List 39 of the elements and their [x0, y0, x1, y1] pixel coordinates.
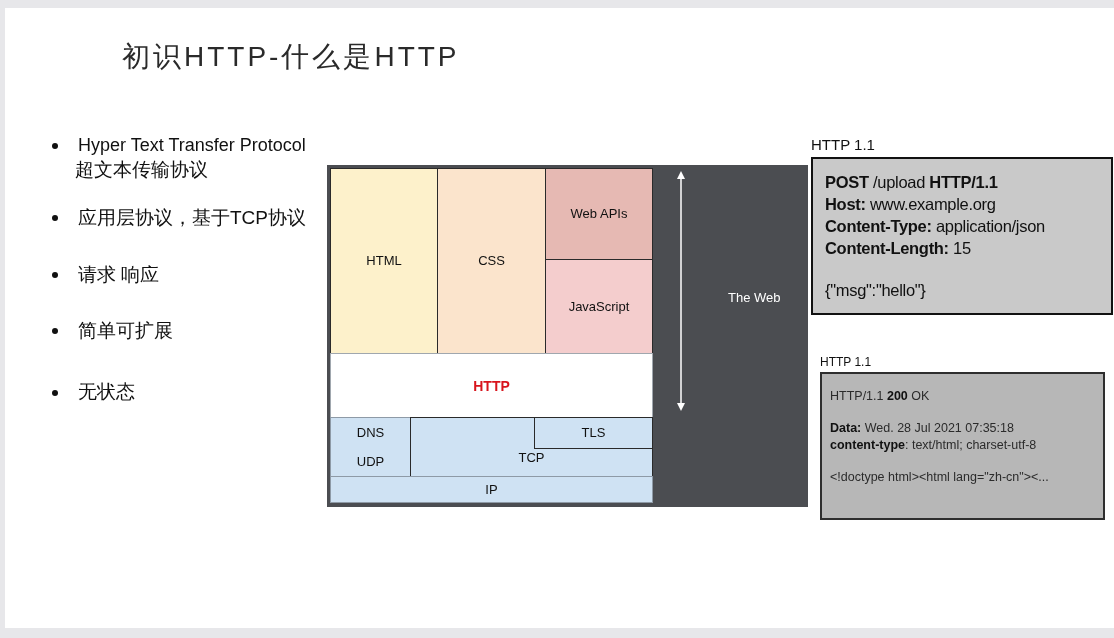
layer-box — [330, 417, 411, 477]
layer-label: DNS — [356, 424, 385, 441]
layer-box — [330, 476, 653, 503]
layer-box — [437, 168, 546, 354]
message-line: <!doctype html><html lang="zh-cn"><... — [830, 469, 1049, 486]
layer-box — [410, 417, 653, 477]
message-line: POST /upload HTTP/1.1 — [825, 172, 998, 193]
layer-label: JavaScript — [568, 298, 630, 315]
layer-label: HTTP — [473, 377, 510, 394]
layer-box — [330, 168, 438, 354]
layer-label: CSS — [478, 253, 505, 269]
message-line: Host: www.example.org — [825, 194, 996, 215]
bullet-text: 超文本传输协议 — [75, 159, 208, 181]
panel-label: The Web — [728, 290, 781, 306]
bullet-text: 无状态 — [78, 381, 135, 403]
version-heading: HTTP 1.1 — [811, 135, 875, 155]
message-line: {"msg":"hello"} — [825, 280, 926, 301]
layer-label: IP — [485, 481, 498, 498]
layer-label: TCP — [518, 450, 545, 466]
bullet-text: 简单可扩展 — [78, 320, 173, 342]
message-line: Content-Length: 15 — [825, 238, 971, 259]
layer-label: UDP — [356, 453, 385, 470]
layer-box — [545, 168, 653, 260]
layer-box — [545, 259, 653, 354]
layer-box — [534, 417, 653, 449]
bullet-text: Hyper Text Transfer Protocol — [78, 134, 306, 156]
message-line: Data: Wed. 28 Jul 2021 07:35:18 — [830, 420, 1014, 437]
version-heading: HTTP 1.1 — [820, 354, 872, 371]
layer-label: Web APIs — [570, 206, 628, 222]
web-panel — [327, 165, 808, 507]
layer-label: TLS — [581, 425, 606, 441]
layer-box — [330, 353, 653, 418]
message-line: content-type: text/html; charset-utf-8 — [830, 437, 1037, 454]
bullet-text: 应用层协议，基于TCP协议 — [78, 207, 306, 229]
slide-title: 初识HTTP-什么是HTTP — [122, 40, 460, 74]
message-line: HTTP/1.1 200 OK — [830, 388, 930, 405]
bullet-text: 请求 响应 — [78, 264, 160, 286]
layer-label: HTML — [366, 253, 402, 269]
message-line: Content-Type: application/json — [825, 216, 1045, 237]
